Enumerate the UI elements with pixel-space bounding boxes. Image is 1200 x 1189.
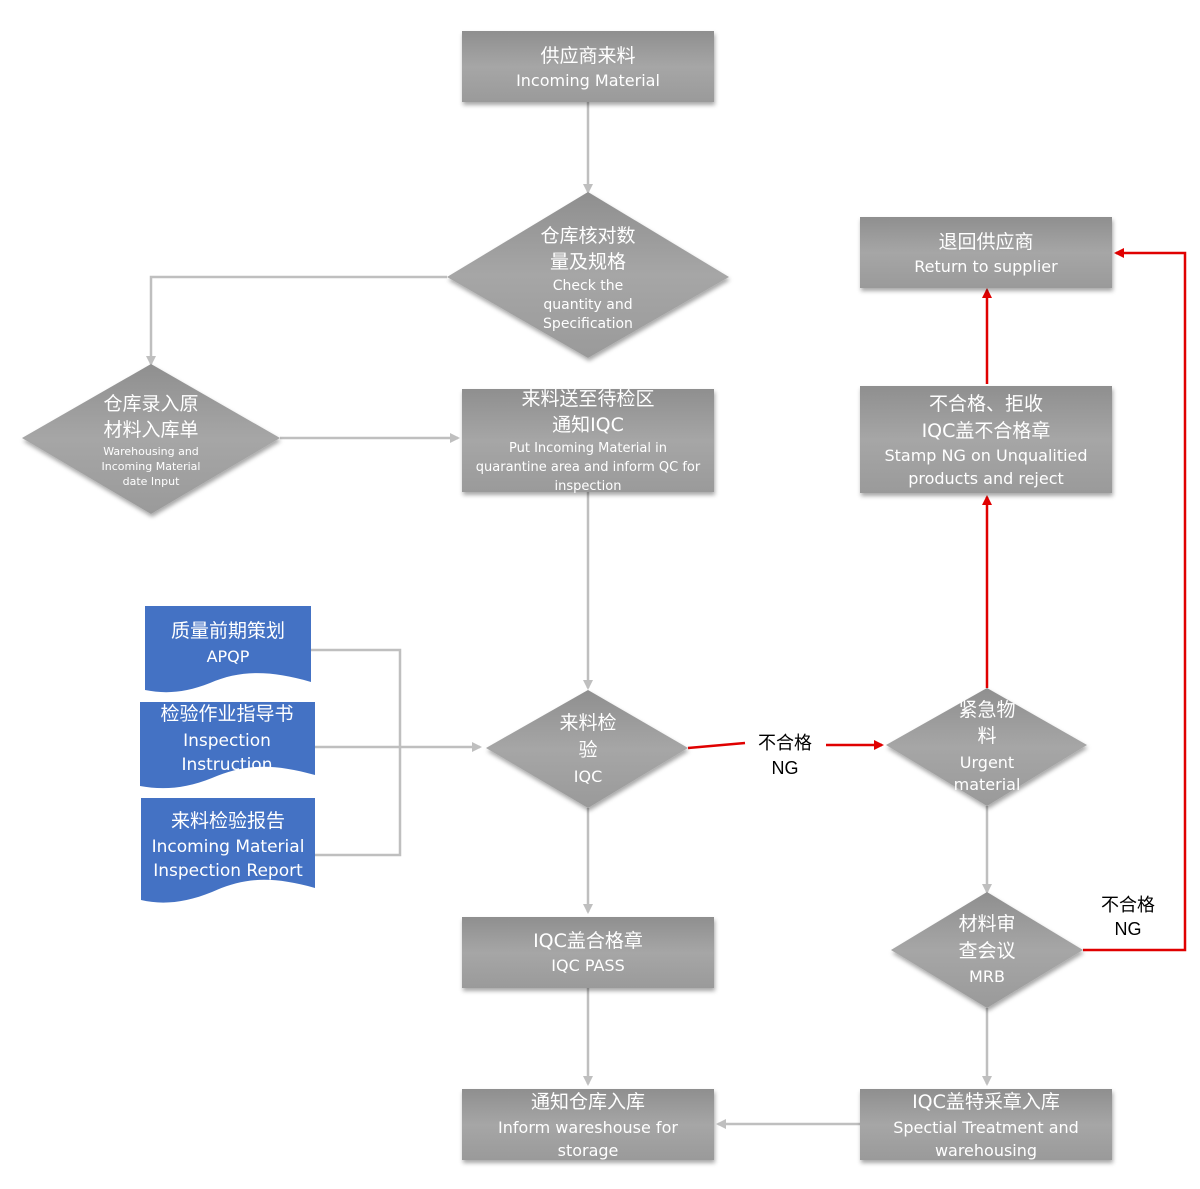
- node-warehouse-input-en3: date Input: [123, 475, 180, 488]
- node-check-quantity-en1: Check the: [553, 278, 624, 294]
- connector-report: [315, 747, 402, 857]
- doc-inspection-report-en1: Incoming Material: [152, 837, 305, 857]
- ng-label-iqc-zh: 不合格: [758, 733, 812, 753]
- node-urgent-material-en1: Urgent: [960, 753, 1014, 772]
- doc-inspection-instruction: 检验作业指导书 Inspection Instruction: [140, 702, 315, 789]
- node-incoming-material-en: Incoming Material: [516, 71, 660, 90]
- doc-apqp-zh: 质量前期策划: [171, 620, 285, 642]
- ng-connector-iqc-to-label: [687, 741, 746, 750]
- doc-inspection-report: 来料检验报告 Incoming Material Inspection Repo…: [141, 798, 315, 903]
- node-stamp-ng-en2: products and reject: [908, 469, 1064, 488]
- node-incoming-material: 供应商来料 Incoming Material: [462, 31, 714, 102]
- ng-label-mrb: 不合格 NG: [1101, 895, 1155, 939]
- node-iqc-pass-zh: IQC盖合格章: [533, 930, 643, 952]
- node-iqc-inspection-zh2: 验: [578, 739, 597, 761]
- node-special-treatment-en1: Spectial Treatment and: [893, 1118, 1079, 1137]
- node-quarantine-en1: Put Incoming Material in: [509, 441, 667, 456]
- node-incoming-material-zh: 供应商来料: [540, 45, 635, 67]
- node-stamp-ng-en1: Stamp NG on Unqualitied: [884, 446, 1087, 465]
- ng-label-iqc-en: NG: [772, 758, 799, 778]
- node-stamp-ng-zh1: 不合格、拒收: [929, 393, 1043, 415]
- node-stamp-ng: 不合格、拒收 IQC盖不合格章 Stamp NG on Unqualitied …: [860, 386, 1112, 493]
- ng-label-iqc: 不合格 NG: [758, 733, 812, 778]
- node-urgent-material-zh1: 紧急物: [958, 699, 1015, 721]
- node-quarantine-en2: quarantine area and inform QC for: [476, 460, 701, 475]
- node-quarantine-zh1: 来料送至待检区: [521, 388, 654, 410]
- doc-inspection-report-en2: Inspection Report: [153, 861, 303, 881]
- node-urgent-material-en2: material: [954, 775, 1021, 794]
- node-mrb-zh1: 材料审: [958, 913, 1015, 935]
- node-inform-warehouse-zh: 通知仓库入库: [531, 1091, 645, 1113]
- ng-connector-mrb-to-return: [1083, 248, 1187, 952]
- connector-apqp: [311, 648, 402, 747]
- node-quarantine: 来料送至待检区 通知IQC Put Incoming Material in q…: [462, 388, 714, 494]
- node-mrb: 材料审 查会议 MRB: [891, 892, 1083, 1008]
- node-special-treatment: IQC盖特采章入库 Spectial Treatment and warehou…: [860, 1089, 1112, 1160]
- node-return-supplier: 退回供应商 Return to supplier: [860, 217, 1112, 288]
- node-return-supplier-zh: 退回供应商: [938, 231, 1033, 253]
- node-check-quantity-zh1: 仓库核对数: [540, 225, 635, 247]
- node-inform-warehouse: 通知仓库入库 Inform wareshouse for storage: [462, 1089, 714, 1160]
- ng-label-mrb-en: NG: [1115, 919, 1142, 939]
- node-urgent-material: 紧急物 料 Urgent material: [886, 688, 1087, 806]
- node-warehouse-input: 仓库录入原 材料入库单 Warehousing and Incoming Mat…: [22, 364, 280, 514]
- node-iqc-pass-en: IQC PASS: [551, 956, 624, 975]
- doc-inspection-instruction-zh: 检验作业指导书: [160, 703, 293, 725]
- node-quarantine-en3: inspection: [555, 479, 622, 494]
- node-iqc-inspection-en: IQC: [574, 767, 602, 786]
- node-iqc-pass: IQC盖合格章 IQC PASS: [462, 917, 714, 988]
- connector-check-to-warehouse-input: [146, 275, 447, 366]
- node-urgent-material-zh2: 料: [977, 725, 996, 747]
- node-check-quantity-en2: quantity and: [543, 297, 632, 313]
- doc-apqp-en: APQP: [207, 647, 250, 666]
- node-warehouse-input-zh1: 仓库录入原: [103, 393, 198, 415]
- node-quarantine-zh2: 通知IQC: [552, 414, 624, 436]
- node-iqc-inspection-zh1: 来料检: [559, 712, 616, 734]
- gray-connectors: [146, 102, 992, 1129]
- node-special-treatment-zh: IQC盖特采章入库: [912, 1091, 1060, 1113]
- node-special-treatment-en2: warehousing: [935, 1141, 1037, 1160]
- ng-label-mrb-zh: 不合格: [1101, 895, 1155, 915]
- node-warehouse-input-en2: Incoming Material: [102, 460, 201, 473]
- red-connectors: [687, 248, 1187, 952]
- doc-apqp: 质量前期策划 APQP: [145, 606, 311, 693]
- node-mrb-en: MRB: [969, 967, 1005, 986]
- doc-inspection-instruction-en2: Instruction: [182, 755, 273, 775]
- doc-inspection-report-zh: 来料检验报告: [171, 810, 285, 832]
- doc-inspection-instruction-en1: Inspection: [183, 731, 271, 751]
- node-inform-warehouse-en2: storage: [558, 1141, 619, 1160]
- node-stamp-ng-zh2: IQC盖不合格章: [922, 420, 1051, 442]
- node-warehouse-input-zh2: 材料入库单: [103, 419, 198, 441]
- node-iqc-inspection: 来料检 验 IQC: [486, 690, 688, 808]
- node-check-quantity-en3: Specification: [543, 316, 633, 332]
- node-check-quantity-zh2: 量及规格: [550, 251, 626, 273]
- node-mrb-zh2: 查会议: [958, 940, 1015, 962]
- node-inform-warehouse-en1: Inform wareshouse for: [498, 1118, 678, 1137]
- node-warehouse-input-en1: Warehousing and: [103, 445, 199, 458]
- node-return-supplier-en: Return to supplier: [914, 257, 1058, 276]
- node-check-quantity: 仓库核对数 量及规格 Check the quantity and Specif…: [447, 192, 729, 358]
